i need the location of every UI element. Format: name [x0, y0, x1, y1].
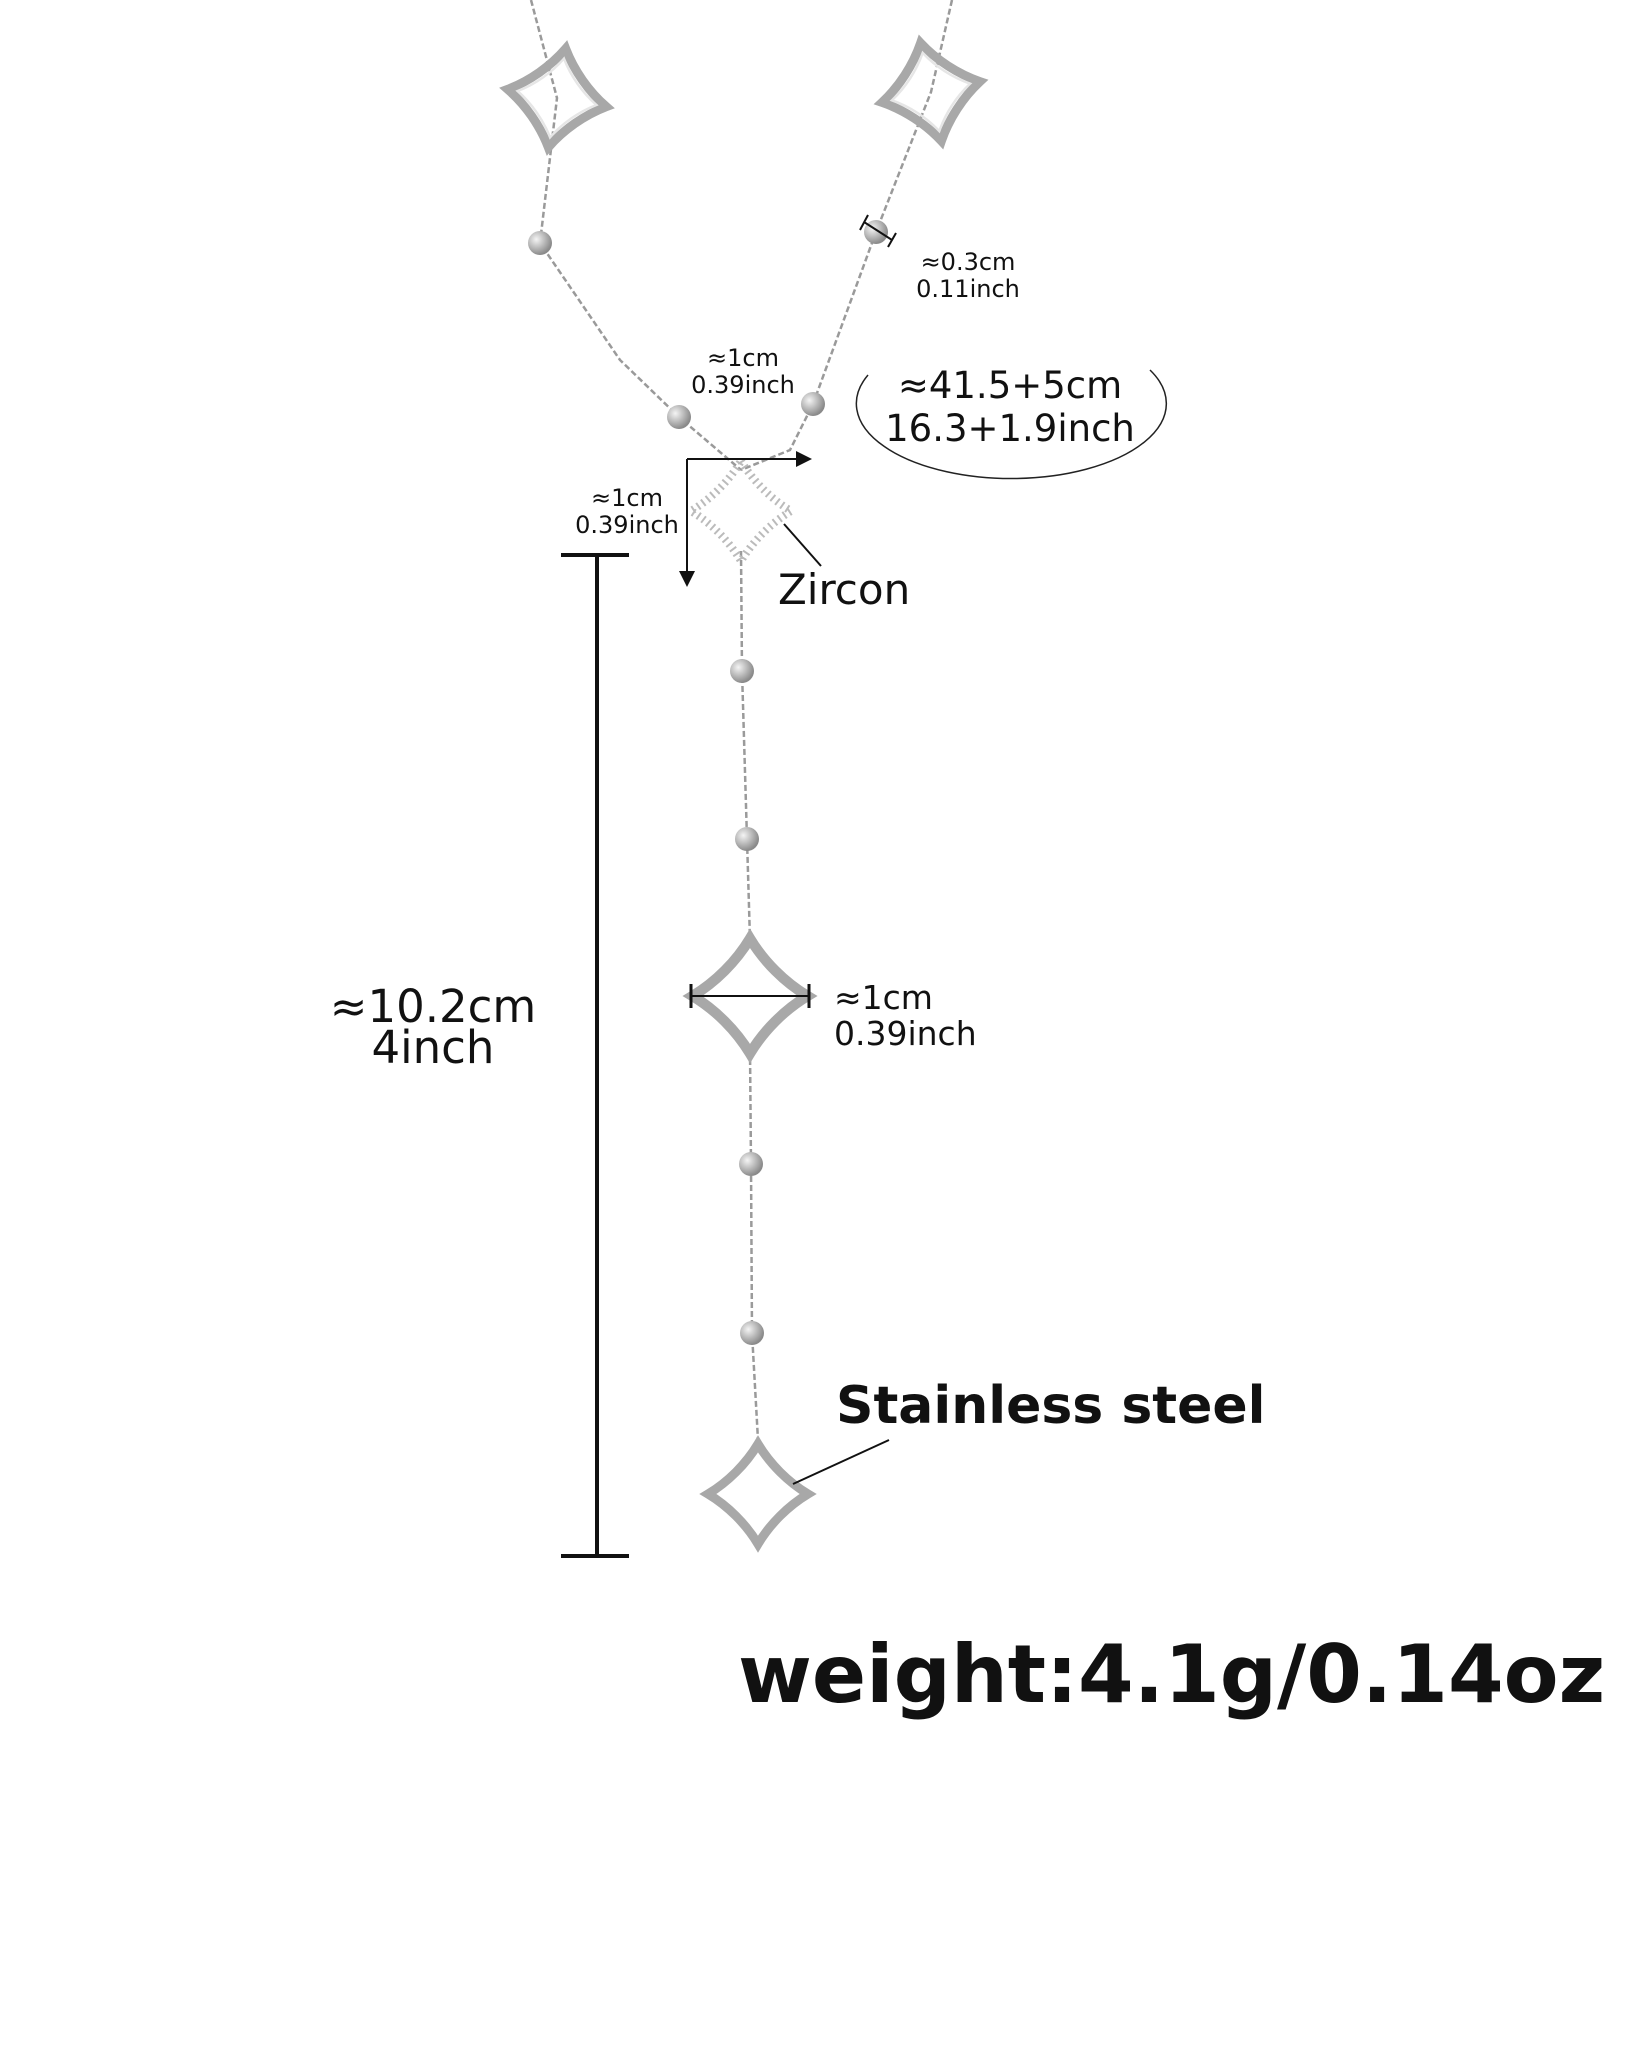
necklace-chain — [529, 0, 954, 1441]
drop-length-inch: 4inch — [372, 1021, 495, 1074]
top-spacing-inch: 0.39inch — [691, 371, 795, 399]
bead-size-cm: ≈0.3cm — [921, 248, 1016, 276]
bead — [801, 392, 825, 416]
bead-size-inch: 0.11inch — [916, 275, 1020, 303]
length-cm: ≈41.5+5cm — [898, 364, 1122, 407]
bead — [735, 827, 759, 851]
zircon-size-cm: ≈1cm — [591, 484, 663, 512]
weight-label: weight:4.1g/0.14oz — [738, 1628, 1605, 1721]
length-ellipse — [855, 369, 1168, 480]
zircon-size-inch: 0.39inch — [575, 511, 679, 539]
bead — [740, 1321, 764, 1345]
zircon-label: Zircon — [778, 565, 910, 614]
arrow-right-icon — [796, 451, 812, 467]
bead — [730, 659, 754, 683]
pendant-size-cm: ≈1cm — [834, 978, 933, 1017]
clover-charm-bottom — [708, 1444, 808, 1544]
length-inch: 16.3+1.9inch — [885, 407, 1135, 450]
drop-length-cm: ≈10.2cm — [330, 980, 536, 1033]
material-label: Stainless steel — [836, 1376, 1266, 1436]
pendant-size-inch: 0.39inch — [834, 1014, 977, 1053]
arrow-down-icon — [679, 571, 695, 587]
bead — [528, 231, 552, 255]
bead — [739, 1152, 763, 1176]
top-spacing-cm: ≈1cm — [707, 344, 779, 372]
bead — [667, 405, 691, 429]
zircon-clover — [691, 461, 791, 561]
